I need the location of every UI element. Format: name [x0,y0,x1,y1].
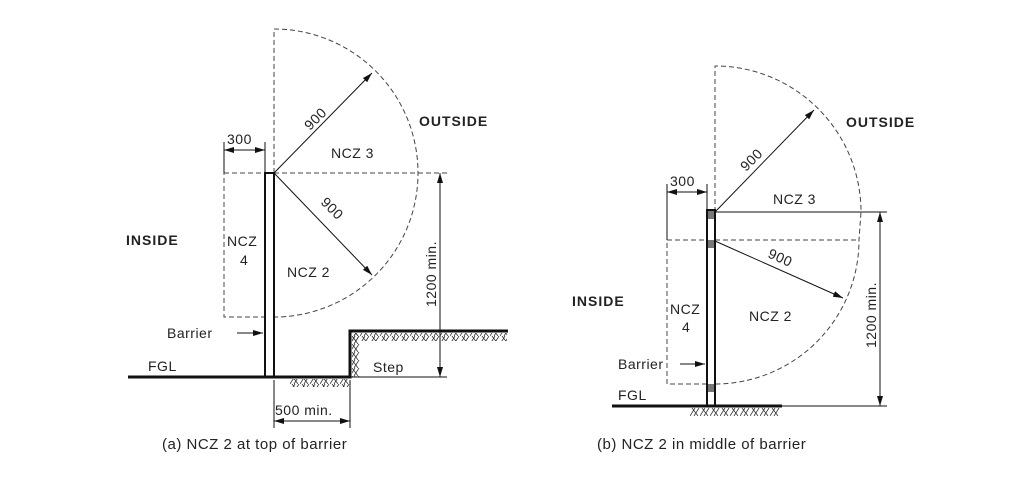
dim-1200: 1200 min. [423,241,439,307]
barrier-label: Barrier [167,325,213,341]
ncz4-number: 4 [240,252,248,268]
dim-900-up: 900 [301,104,330,133]
ncz3-label: NCZ 3 [331,145,374,161]
dim-300: 300 [670,173,695,189]
inside-label: INSIDE [126,232,179,248]
ground-line [128,329,508,379]
ncz-arc [273,28,419,318]
barrier [706,209,716,407]
dim-900-up: 900 [737,145,766,174]
caption-b: (b) NCZ 2 in middle of barrier [597,436,806,453]
diagram-a: 300 900 900 1200 min. 500 min. OUTSIDE I… [126,28,508,453]
outside-label: OUTSIDE [846,114,915,130]
dim-500: 500 min. [275,402,333,418]
diagram-b: 300 900 900 1200 min. OUTSIDE INSIDE NCZ… [572,65,915,453]
dim-1200: 1200 min. [863,282,879,348]
dim-900-down: 900 [318,194,347,223]
ncz3-label: NCZ 3 [773,191,816,207]
ncz4-label: NCZ [227,233,257,249]
inside-label: INSIDE [572,293,625,309]
barrier-label: Barrier [618,356,664,372]
ncz2-label: NCZ 2 [287,264,330,280]
caption-a: (a) NCZ 2 at top of barrier [162,436,347,453]
fgl-label: FGL [148,358,177,374]
barrier [264,172,275,378]
ncz2-label: NCZ 2 [749,308,792,324]
ncz4-number: 4 [682,319,690,335]
ncz-arc [714,65,862,385]
step-label: Step [373,359,404,375]
dim-300: 300 [227,131,252,147]
fgl-label: FGL [618,387,647,403]
outside-label: OUTSIDE [419,113,488,129]
ncz4-label: NCZ [670,301,700,317]
dim-900-down: 900 [766,245,795,270]
